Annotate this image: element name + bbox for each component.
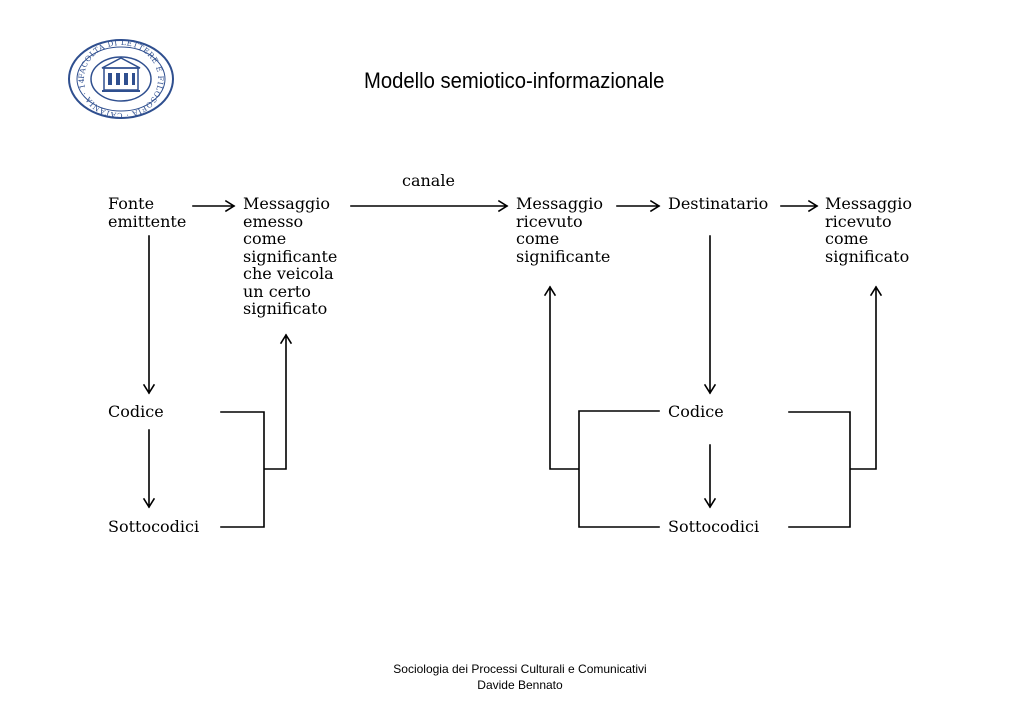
footer-author: Davide Bennato [477,678,563,692]
arrow-fonte-to-messaggio [192,199,236,213]
node-sottocodici-right: Sottocodici [668,517,760,536]
node-codice-left: Codice [108,402,164,421]
node-messaggio-ricevuto-significante: Messaggio ricevuto come significante [516,194,611,266]
page-title: Modello semiotico-informazionale [364,68,665,93]
footer: Sociologia dei Processi Culturali e Comu… [330,661,710,693]
arrow-messaggio-to-destinatario [616,199,661,213]
node-destinatario: Destinatario [668,194,769,213]
arrow-codice-to-sottocodici-right [703,444,717,509]
bracket-right-inner [543,285,660,528]
channel-label: canale [402,171,455,190]
node-codice-right: Codice [668,402,724,421]
node-sottocodici-left: Sottocodici [108,517,200,536]
node-fonte-emittente: Fonte emittente [108,194,187,231]
arrow-canale [350,199,509,213]
arrow-destinatario-to-significato [780,199,819,213]
university-seal-icon: FACOLTA DI LETTERE E FILOSOFIA · CATANIA… [66,38,174,120]
bracket-left [220,333,293,528]
node-messaggio-ricevuto-significato: Messaggio ricevuto come significato [825,194,913,266]
arrow-codice-to-sottocodici-left [142,429,156,509]
arrow-destinatario-to-codice [703,235,717,395]
node-messaggio-emesso: Messaggio emesso come significante che v… [243,194,338,318]
footer-course: Sociologia dei Processi Culturali e Comu… [393,662,647,676]
bracket-right-outer [788,285,883,528]
arrow-fonte-to-codice [142,235,156,395]
